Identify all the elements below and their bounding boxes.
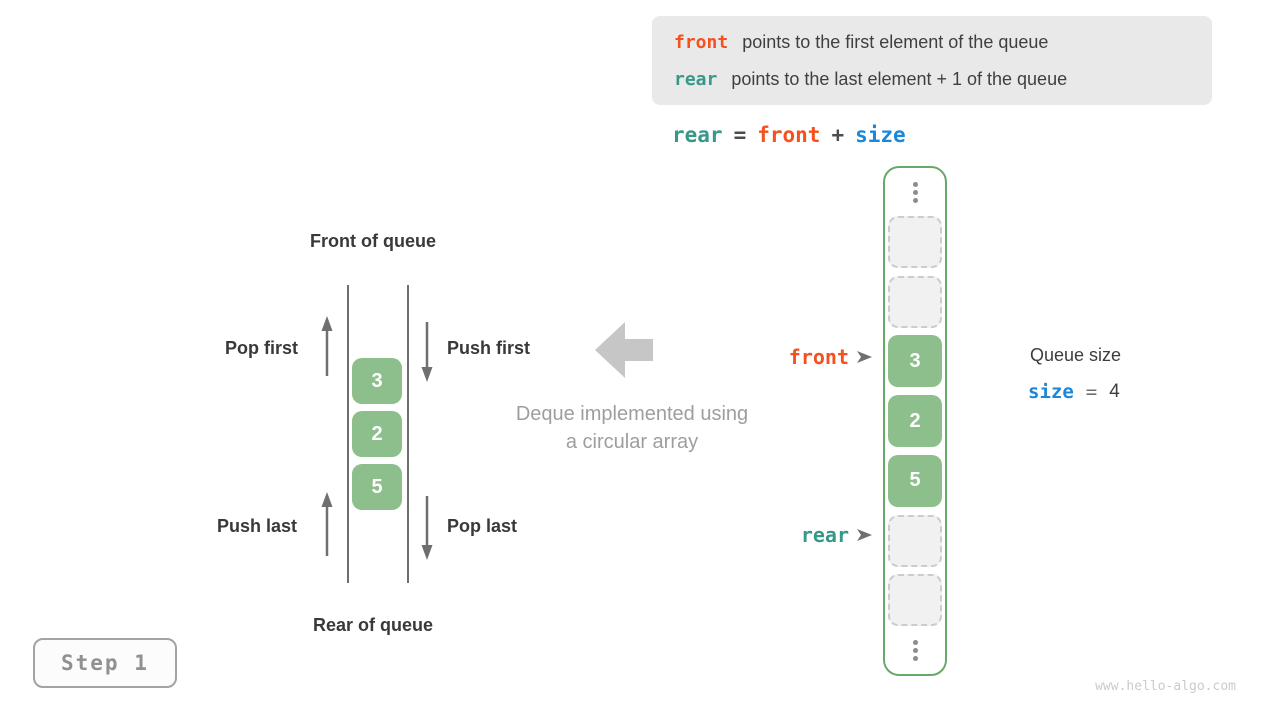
watermark: www.hello-algo.com: [1095, 679, 1236, 694]
channel-right-line: [407, 285, 409, 583]
step-badge: Step 1: [33, 638, 177, 688]
channel-left-line: [347, 285, 349, 583]
front-pointer: front: [712, 345, 872, 369]
array-cell-empty: [888, 275, 942, 328]
formula-front: front: [757, 123, 821, 147]
ellipsis-top-icon: [912, 176, 918, 208]
array-cell-empty: [888, 215, 942, 268]
size-value: 4: [1109, 381, 1120, 402]
legend-box: front points to the first element of the…: [652, 16, 1212, 105]
rear-description: points to the last element + 1 of the qu…: [731, 68, 1068, 89]
rear-of-queue-label: Rear of queue: [312, 615, 434, 635]
formula-equals: =: [733, 123, 747, 147]
caption-line-2: a circular array: [565, 431, 699, 453]
front-keyword: front: [674, 31, 729, 53]
formula: rear = front + size: [672, 122, 906, 148]
formula-rear: rear: [672, 123, 723, 147]
front-of-queue-label: Front of queue: [310, 231, 436, 251]
pop-last-label: Pop last: [447, 516, 518, 536]
queue-cell: 5: [352, 464, 402, 510]
push-first-label: Push first: [447, 338, 531, 358]
left-block-arrow-icon: [595, 322, 653, 378]
array-cell-empty: [888, 574, 942, 627]
array-cell: 2: [888, 395, 942, 447]
rear-pointer: rear: [712, 523, 872, 547]
front-description: points to the first element of the queue: [742, 31, 1049, 52]
formula-plus: +: [831, 123, 845, 147]
formula-size: size: [855, 123, 906, 147]
front-pointer-label: front: [788, 345, 849, 369]
pop-first-label: Pop first: [224, 338, 298, 358]
right-arrowhead-icon: [857, 529, 872, 541]
array-cell-front: 3: [888, 335, 942, 388]
up-arrow-icon: [321, 316, 333, 376]
down-arrow-icon: [421, 322, 433, 382]
caption-line-1: Deque implemented using: [515, 403, 749, 425]
size-equals: =: [1085, 381, 1098, 403]
queue-size-value: size = 4: [1028, 381, 1120, 403]
array-cell-rear: [888, 514, 942, 567]
queue-size-title: Queue size: [1030, 345, 1122, 365]
rear-pointer-label: rear: [800, 523, 849, 547]
legend-line-rear: rear points to the last element + 1 of t…: [674, 61, 1190, 98]
up-arrow-icon: [321, 492, 333, 556]
array-cell: 5: [888, 454, 942, 507]
right-arrowhead-icon: [857, 351, 872, 363]
rear-keyword: rear: [674, 68, 718, 90]
legend-line-front: front points to the first element of the…: [674, 24, 1190, 61]
diagram-caption: Deque implemented using a circular array: [472, 400, 792, 456]
size-keyword: size: [1028, 381, 1074, 403]
push-last-label: Push last: [216, 516, 297, 536]
ellipsis-bottom-icon: [912, 634, 918, 666]
circular-array: 3 2 5: [883, 166, 947, 676]
queue-cell: 3: [352, 358, 402, 404]
queue-cell: 2: [352, 411, 402, 457]
down-arrow-icon: [421, 496, 433, 560]
